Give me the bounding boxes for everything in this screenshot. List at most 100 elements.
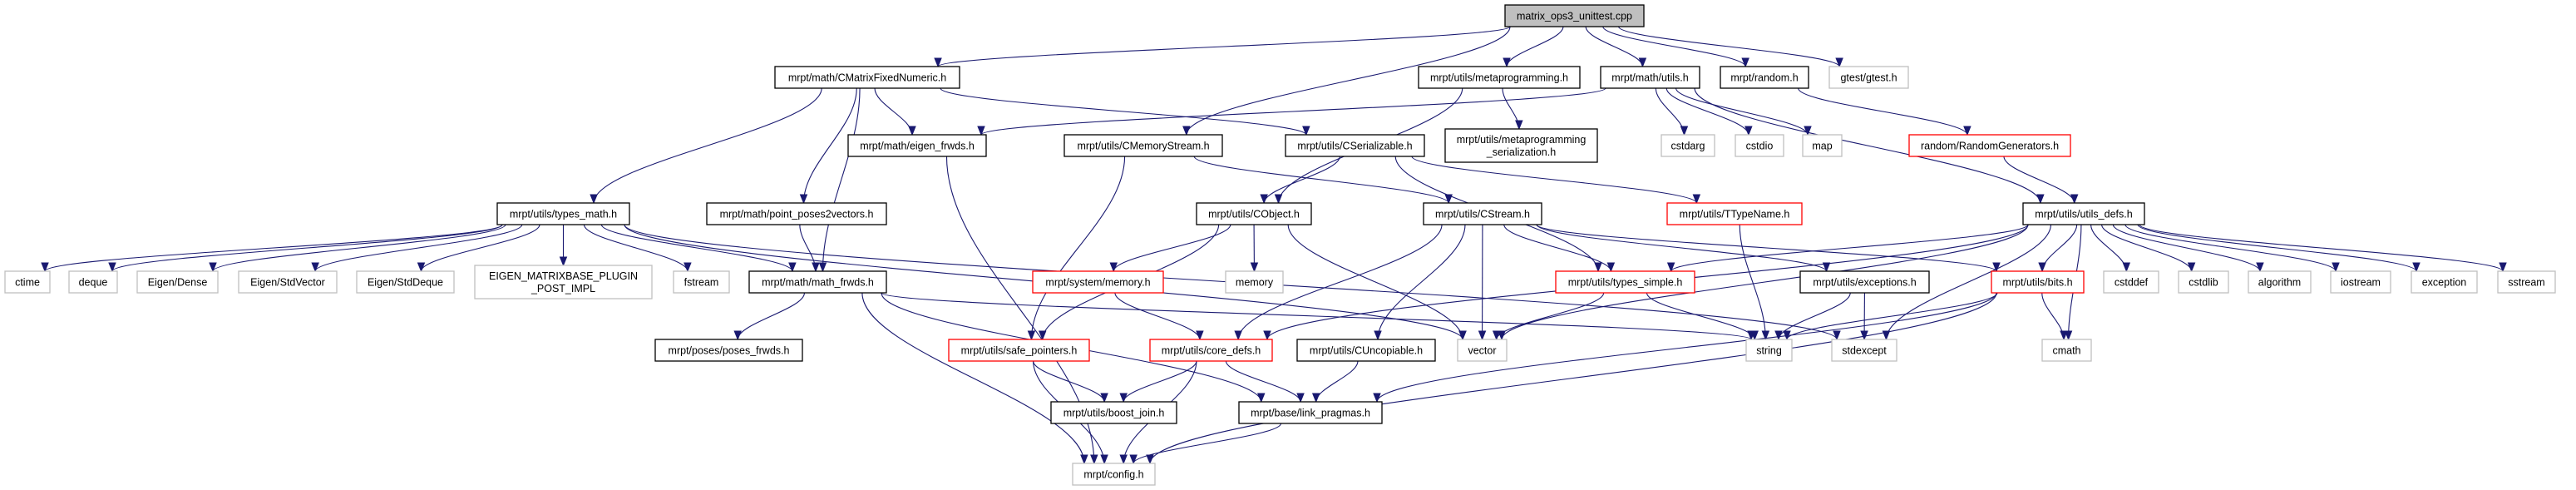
arrowhead-icon: [1744, 126, 1753, 136]
node-label: matrix_ops3_unittest.cpp: [1517, 11, 1632, 22]
arrowhead-icon: [1503, 57, 1511, 68]
edge-tsimple-to-string: [1646, 292, 1759, 341]
edge-cuncop-to-linkp: [1311, 360, 1359, 403]
node-box: [1225, 270, 1284, 294]
node-cser[interactable]: mrpt/utils/CSerializable.h: [1285, 134, 1425, 157]
node-ttype[interactable]: mrpt/utils/TTypeName.h: [1666, 202, 1803, 225]
edge-udefs-to-exception: [2137, 224, 2421, 273]
node-tsimple[interactable]: mrpt/utils/types_simple.h: [1555, 270, 1695, 294]
node-box: [1238, 401, 1383, 424]
node-box: [2178, 270, 2229, 294]
edge-line: [1585, 26, 1643, 67]
node-safeptr[interactable]: mrpt/utils/safe_pointers.h: [948, 339, 1090, 362]
arrowhead-icon: [1373, 393, 1381, 403]
node-cuncop[interactable]: mrpt/utils/CUncopiable.h: [1296, 339, 1436, 362]
node-box: [1504, 4, 1645, 27]
node-label-line: cstddef: [2115, 277, 2149, 289]
node-label: mrpt/utils/safe_pointers.h: [961, 345, 1078, 357]
node-mutils[interactable]: mrpt/math/utils.h: [1600, 66, 1700, 89]
node-box: [496, 202, 630, 225]
node-metaser[interactable]: mrpt/utils/metaprogramming_serialization…: [1444, 128, 1598, 163]
node-cstream[interactable]: mrpt/utils/CStream.h: [1423, 202, 1542, 225]
node-except[interactable]: mrpt/utils/exceptions.h: [1799, 270, 1930, 294]
node-box: [2411, 270, 2478, 294]
node-label-line: mrpt/math/eigen_frwds.h: [860, 141, 975, 152]
node-label: algorithm: [2258, 277, 2301, 289]
edge-line: [314, 224, 523, 272]
node-eigenf[interactable]: mrpt/math/eigen_frwds.h: [847, 134, 987, 157]
node-cobject[interactable]: mrpt/utils/CObject.h: [1196, 202, 1312, 225]
edge-cstream-to-bits: [1536, 224, 2001, 273]
arrowhead-icon: [1100, 454, 1108, 465]
edge-line: [2041, 224, 2078, 272]
arrowhead-icon: [1296, 393, 1305, 403]
node-typesmath[interactable]: mrpt/utils/types_math.h: [496, 202, 630, 225]
node-label: Eigen/Dense: [148, 277, 208, 289]
arrowhead-icon: [1119, 393, 1128, 403]
node-label-line: iostream: [2341, 277, 2381, 289]
node-udefs[interactable]: mrpt/utils/utils_defs.h: [2022, 202, 2145, 225]
arrowhead-icon: [1761, 330, 1770, 341]
node-box: [1050, 401, 1177, 424]
node-label: random/RandomGenerators.h: [1921, 141, 2059, 152]
arrowhead-icon: [2256, 262, 2264, 273]
node-estddeq: Eigen/StdDeque: [356, 270, 455, 294]
edge-cstream-to-coredefs: [1234, 224, 1443, 341]
node-label: ctime: [15, 277, 40, 289]
node-label: mrpt/utils/CUncopiable.h: [1310, 345, 1423, 357]
node-box: [2103, 270, 2159, 294]
node-pp2v[interactable]: mrpt/math/point_poses2vectors.h: [706, 202, 887, 225]
edge-line: [1377, 224, 1466, 340]
node-bits[interactable]: mrpt/utils/bits.h: [1991, 270, 2085, 294]
edge-line: [593, 87, 822, 204]
arrowhead-icon: [1274, 194, 1283, 205]
edge-mutils-to-cstdio: [1666, 87, 1753, 136]
node-label: iostream: [2341, 277, 2381, 289]
arrowhead-icon: [590, 194, 598, 205]
node-meta[interactable]: mrpt/utils/metaprogramming.h: [1418, 66, 1581, 89]
node-random[interactable]: mrpt/random.h: [1720, 66, 1809, 89]
arrowhead-icon: [1492, 330, 1501, 341]
node-cmem[interactable]: mrpt/utils/CMemoryStream.h: [1063, 134, 1223, 157]
arrowhead-icon: [2036, 194, 2045, 205]
edge-coredefs-to-linkp: [1225, 360, 1305, 403]
node-box: [1799, 270, 1930, 294]
edge-typesmath-to-mathf: [600, 224, 797, 273]
arrowhead-icon: [1182, 126, 1191, 136]
arrowhead-icon: [1263, 330, 1271, 341]
node-mathf[interactable]: mrpt/math/math_frwds.h: [748, 270, 887, 294]
edge-cstream-to-tsimple: [1503, 224, 1616, 273]
node-label-line: mrpt/utils/CSerializable.h: [1297, 141, 1412, 152]
node-sysmem[interactable]: mrpt/system/memory.h: [1032, 270, 1164, 294]
edge-root-to-gtest: [1618, 26, 1843, 68]
edge-typesmath-to-estdvec: [311, 224, 523, 273]
arrowhead-icon: [1260, 194, 1268, 205]
node-label: mrpt/utils/CMemoryStream.h: [1077, 141, 1209, 152]
node-randgen[interactable]: random/RandomGenerators.h: [1908, 134, 2071, 157]
arrowhead-icon: [1515, 120, 1523, 131]
node-linkp[interactable]: mrpt/base/link_pragmas.h: [1238, 401, 1383, 424]
node-label: mrpt/utils/TTypeName.h: [1680, 209, 1790, 220]
node-deque: deque: [68, 270, 118, 294]
node-posesf[interactable]: mrpt/poses/poses_frwds.h: [654, 339, 803, 362]
node-ctime: ctime: [4, 270, 51, 294]
node-eplugin: EIGEN_MATRIXBASE_PLUGIN_POST_IMPL: [474, 265, 653, 299]
node-label: mrpt/utils/metaprogramming.h: [1430, 72, 1568, 84]
node-label-line: EIGEN_MATRIXBASE_PLUGIN: [489, 270, 638, 282]
arrowhead-icon: [2412, 262, 2421, 273]
node-coredefs[interactable]: mrpt/utils/core_defs.h: [1149, 339, 1273, 362]
node-label: mrpt/math/math_frwds.h: [762, 277, 874, 289]
edge-typesmath-to-ctime: [41, 224, 503, 273]
node-label: mrpt/math/eigen_frwds.h: [860, 141, 975, 152]
arrowhead-icon: [1750, 330, 1759, 341]
edge-line: [2101, 224, 2193, 272]
node-cmfn[interactable]: mrpt/math/CMatrixFixedNumeric.h: [774, 66, 960, 89]
node-root[interactable]: matrix_ops3_unittest.cpp: [1504, 4, 1645, 27]
arrowhead-icon: [1498, 330, 1506, 341]
node-box: [847, 134, 987, 157]
arrowhead-icon: [1090, 454, 1098, 465]
edge-line: [2041, 292, 2065, 340]
node-label-line: mrpt/utils/metaprogramming: [1457, 134, 1587, 146]
edge-udefs-to-stdexcept: [1882, 224, 2051, 341]
node-boostjoin[interactable]: mrpt/utils/boost_join.h: [1050, 401, 1177, 424]
